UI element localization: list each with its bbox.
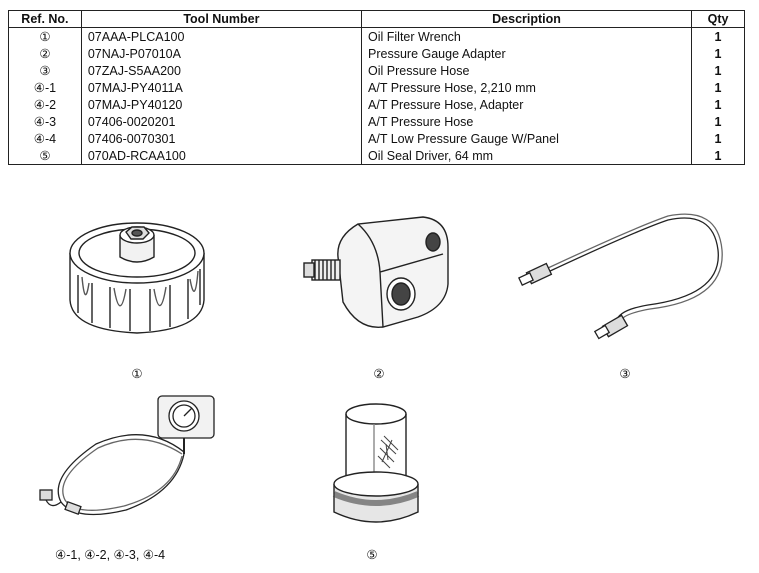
- qty-cell: 1: [691, 130, 745, 147]
- caption-ref-2: ②: [373, 367, 385, 381]
- ref-no-cell: ④-3: [8, 113, 82, 130]
- description-cell: Oil Seal Driver, 64 mm: [361, 147, 693, 165]
- description-cell: Oil Filter Wrench: [361, 27, 693, 45]
- qty-cell: 1: [691, 96, 745, 113]
- description-cell: Oil Pressure Hose: [361, 62, 693, 79]
- ref-no-cell: ①: [8, 27, 82, 45]
- caption-ref-5: ⑤: [366, 548, 378, 562]
- qty-cell: 1: [691, 113, 745, 130]
- ref-no-cell: ④-2: [8, 96, 82, 113]
- description-cell: A/T Pressure Hose, 2,210 mm: [361, 79, 693, 96]
- caption-ref-1: ①: [131, 367, 143, 381]
- ref-no-cell: ④-4: [8, 130, 82, 147]
- oil-seal-driver-illustration: [332, 403, 420, 523]
- header-ref-no: Ref. No.: [8, 10, 82, 28]
- qty-cell: 1: [691, 79, 745, 96]
- ref-no-cell: ③: [8, 62, 82, 79]
- header-description: Description: [361, 10, 693, 28]
- description-cell: A/T Low Pressure Gauge W/Panel: [361, 130, 693, 147]
- description-cell: A/T Pressure Hose, Adapter: [361, 96, 693, 113]
- tool-number-cell: 07406-0020201: [80, 113, 363, 130]
- tool-number-cell: 07MAJ-PY4011A: [80, 79, 363, 96]
- tool-number-cell: 070AD-RCAA100: [80, 147, 363, 165]
- tool-number-cell: 07ZAJ-S5AA200: [80, 62, 363, 79]
- description-cell: A/T Pressure Hose: [361, 113, 693, 130]
- oil-filter-wrench-illustration: [69, 222, 205, 334]
- qty-cell: 1: [691, 62, 745, 79]
- description-cell: Pressure Gauge Adapter: [361, 45, 693, 62]
- tool-number-cell: 07MAJ-PY40120: [80, 96, 363, 113]
- header-tool-number: Tool Number: [80, 10, 363, 28]
- ref-no-cell: ②: [8, 45, 82, 62]
- caption-ref-3: ③: [619, 367, 631, 381]
- tool-number-cell: 07AAA-PLCA100: [80, 27, 363, 45]
- caption-ref-4: ④-1, ④-2, ④-3, ④-4: [55, 548, 166, 562]
- qty-cell: 1: [691, 147, 745, 165]
- tool-number-cell: 07406-0070301: [80, 130, 363, 147]
- header-qty: Qty: [691, 10, 745, 28]
- oil-pressure-hose-illustration: [518, 213, 723, 340]
- table-header-row: Ref. No. Tool Number Description Qty: [8, 10, 745, 28]
- qty-cell: 1: [691, 45, 745, 62]
- pressure-gauge-adapter-illustration: [303, 216, 449, 328]
- at-pressure-gauge-set-illustration: [39, 395, 215, 516]
- qty-cell: 1: [691, 27, 745, 45]
- ref-no-cell: ④-1: [8, 79, 82, 96]
- tool-number-cell: 07NAJ-P07010A: [80, 45, 363, 62]
- ref-no-cell: ⑤: [8, 147, 82, 165]
